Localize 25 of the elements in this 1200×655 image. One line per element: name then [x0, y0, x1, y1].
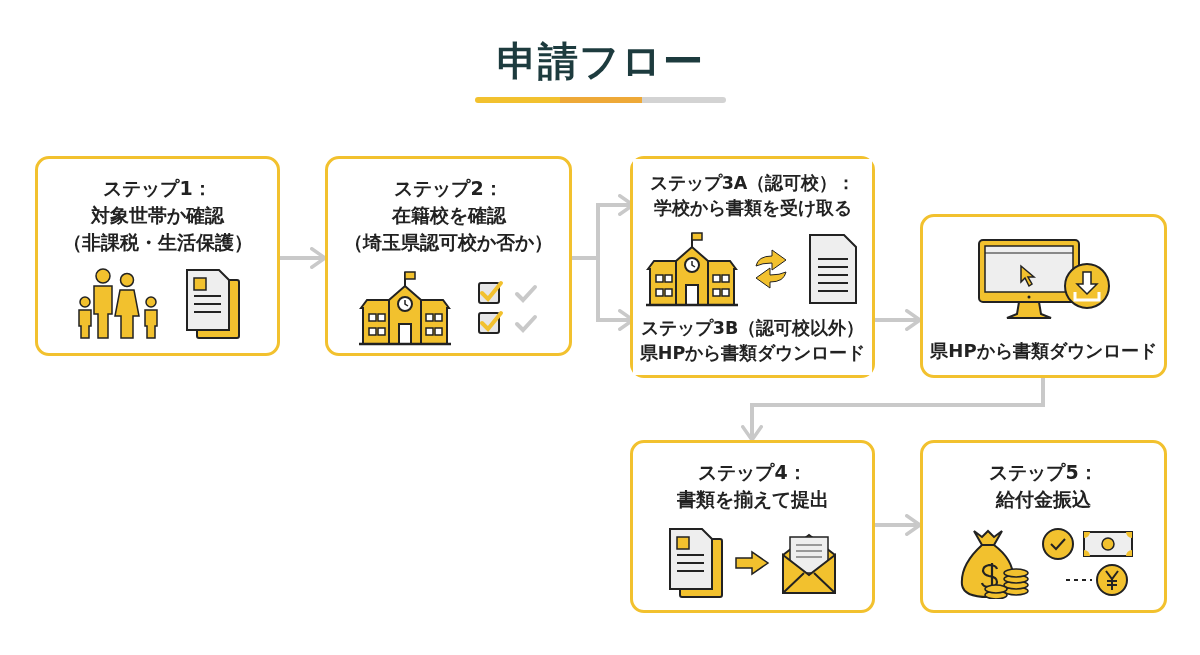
step-title: ステップ1： [103, 176, 212, 201]
step-title: ステップ4： [698, 460, 807, 485]
step-box [920, 214, 1167, 378]
step-box [325, 156, 572, 356]
step-description: 対象世帯か確認 [91, 202, 224, 228]
step-description: （非課税・生活保護） [62, 229, 253, 255]
step-title: ステップ3B（認可校以外） [640, 317, 865, 341]
arrow [280, 247, 327, 269]
step-box [630, 440, 875, 613]
step-description: 書類を揃えて提出 [676, 486, 829, 512]
step-box [920, 440, 1167, 613]
step-description: 在籍校を確認 [391, 202, 506, 228]
arrow [741, 378, 1045, 442]
step-title: ステップ2： [394, 176, 503, 201]
step-box [35, 156, 280, 356]
step-description: 給付金振込 [996, 486, 1091, 512]
step-description: （埼玉県認可校か否か） [344, 229, 553, 255]
arrow [875, 514, 922, 536]
diagram-title: 申請フロー [496, 37, 704, 86]
step-box [630, 156, 875, 378]
step-title: ステップ3A（認可校）： [649, 172, 856, 195]
step-description: 県HPから書類ダウンロード [639, 342, 866, 365]
step-title: 県HPから書類ダウンロード [930, 339, 1157, 364]
step-description: 学校から書類を受け取る [653, 196, 852, 220]
step-title: ステップ5： [989, 460, 1098, 485]
